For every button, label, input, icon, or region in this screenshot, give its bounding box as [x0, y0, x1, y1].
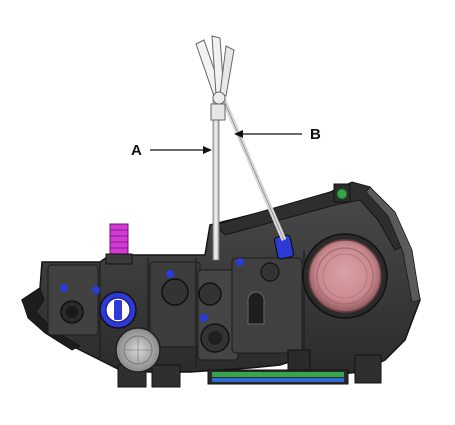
magenta-adjuster-bolt — [105, 223, 133, 265]
bulb-socket — [115, 327, 161, 373]
adjustment-tools — [195, 35, 287, 261]
callout-b: B — [234, 126, 321, 143]
callout-a-label: A — [131, 142, 142, 159]
mounting-holes — [60, 262, 280, 353]
clip-slot — [247, 291, 265, 325]
callout-a: A — [131, 142, 212, 159]
green-vent-fitting — [333, 183, 351, 203]
callout-b-label: B — [310, 126, 321, 143]
green-connector-strip — [207, 369, 349, 385]
blue-clips — [60, 258, 244, 322]
lamp-dust-cap — [302, 233, 388, 319]
blue-bulb-cover — [99, 291, 137, 329]
tool-a-shaft — [212, 99, 220, 261]
